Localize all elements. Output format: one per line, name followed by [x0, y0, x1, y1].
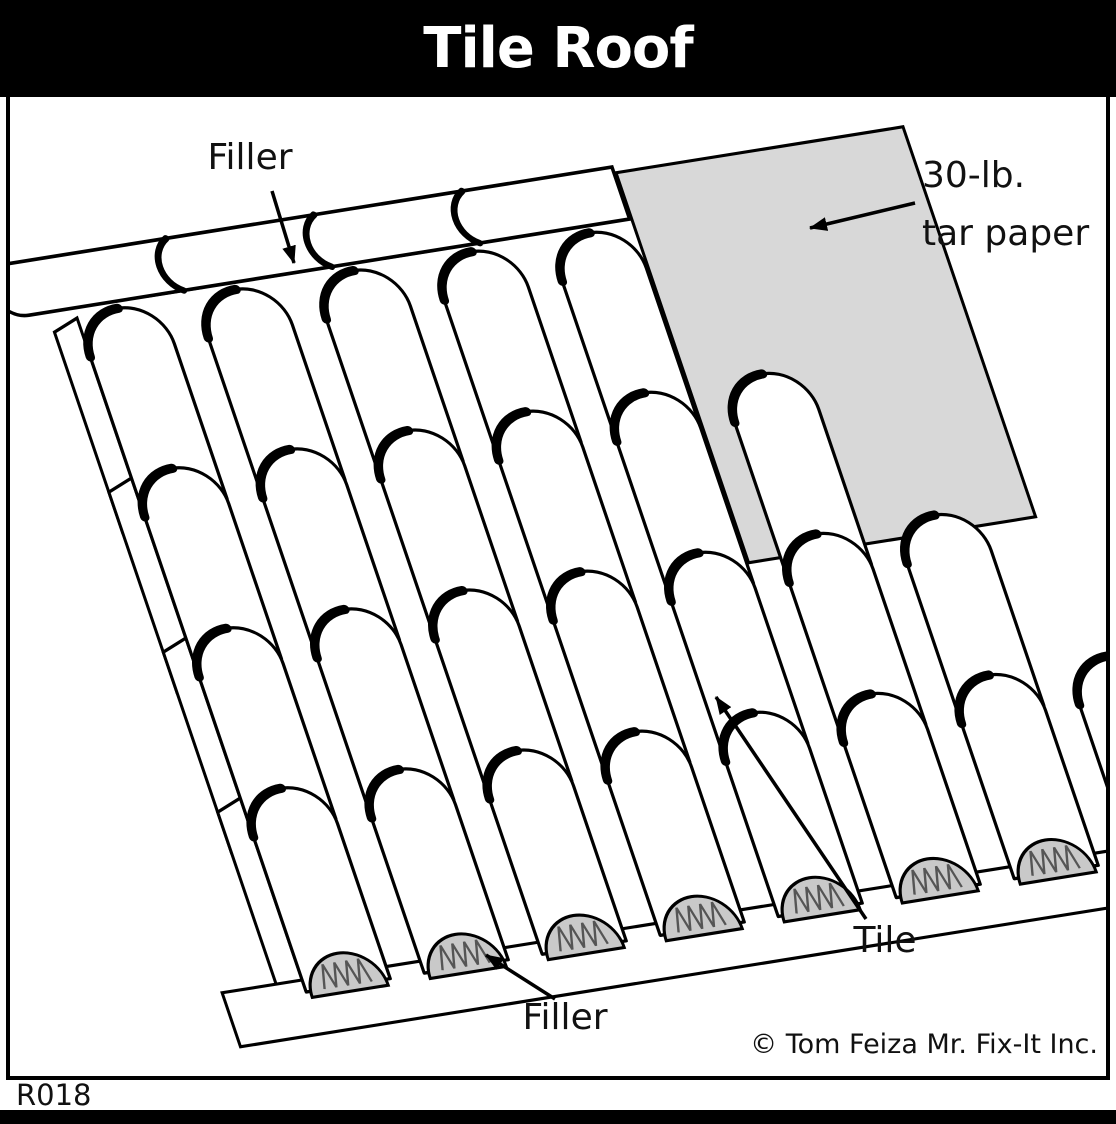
tar-paper	[613, 125, 1038, 565]
tile-shadow-crescent	[482, 745, 522, 804]
tile-shadow-crescent	[201, 284, 241, 343]
ridge-cap-joint	[154, 235, 188, 294]
tile-shadow-crescent	[310, 604, 350, 663]
tile-shadow-crescent	[727, 369, 768, 428]
ridge-cap-joint	[450, 187, 484, 247]
tile-shadow-crescent	[319, 265, 359, 324]
figure-footer: R018	[0, 1080, 1116, 1110]
tile-shadow-crescent	[600, 727, 640, 785]
tile-shadow-crescent	[373, 425, 414, 484]
figure-id: R018	[16, 1078, 92, 1112]
tile-shadow-crescent	[137, 463, 178, 522]
tile-shadow-crescent	[555, 228, 595, 287]
page-title: Tile Roof	[423, 16, 693, 81]
copyright-text: © Tom Feiza Mr. Fix-It Inc.	[750, 1029, 1098, 1060]
filler-hatch	[557, 920, 609, 952]
tile-shadow-crescent	[664, 548, 704, 607]
tar-paper-label-line2: tar paper	[922, 213, 1089, 254]
filler-bottom-arrow	[485, 953, 556, 1001]
tile-shadow-crescent	[491, 407, 532, 465]
diagram-frame: Filler 30-lb. tar paper Tile Filler © To…	[6, 97, 1110, 1080]
tar-paper-label-line1: 30-lb.	[922, 155, 1025, 196]
filler-top-label: Filler	[207, 137, 292, 178]
tile-shadow-crescent	[900, 510, 940, 569]
bottom-bar	[0, 1110, 1116, 1124]
filler-hatch	[439, 939, 491, 971]
tile-label: Tile	[852, 920, 916, 961]
filler-shape	[898, 856, 981, 905]
filler-top-arrow	[270, 190, 296, 264]
annotations: Filler 30-lb. tar paper Tile Filler © To…	[207, 137, 1098, 1060]
filler-hatch	[1029, 845, 1081, 876]
filler-shape	[308, 951, 391, 1000]
ridge-cap-joint	[302, 211, 336, 271]
tile-shadow-crescent	[609, 388, 650, 447]
title-bar: Tile Roof	[0, 0, 1116, 97]
filler-bottom-label: Filler	[522, 997, 607, 1038]
tile-shadow-crescent	[954, 670, 994, 729]
tile-shadow-crescent	[246, 783, 286, 842]
tile-shadow-crescent	[437, 247, 477, 305]
ridge-caps	[10, 165, 632, 318]
filler-shape	[544, 913, 627, 962]
tile-shadow-crescent	[192, 623, 232, 682]
tile-shadow-crescent	[782, 529, 822, 588]
tile-shadow-crescent	[546, 567, 586, 625]
filler-hatch	[675, 901, 727, 933]
filler-shape	[780, 875, 863, 924]
filler-hatch	[321, 958, 373, 990]
tile-shadow-crescent	[255, 444, 296, 503]
tar-paper-arrow	[809, 201, 916, 231]
filler-hatch	[793, 882, 845, 914]
filler-shape	[662, 894, 745, 943]
tile-shadow-crescent	[83, 303, 123, 362]
tile-shadow-crescent	[836, 689, 876, 748]
filler-hatch	[911, 863, 963, 895]
roof-plane	[10, 125, 1106, 1049]
tile-roof-diagram: Filler 30-lb. tar paper Tile Filler © To…	[10, 125, 1106, 1060]
tile-shadow-crescent	[718, 708, 758, 767]
tile-shadow-crescent	[428, 585, 468, 644]
tile-shadow-crescent	[1072, 651, 1106, 710]
roof-geometry	[10, 125, 1106, 1049]
tile-arrow	[714, 696, 868, 920]
tile-shadow-crescent	[364, 764, 404, 823]
filler-shape	[1016, 838, 1099, 886]
